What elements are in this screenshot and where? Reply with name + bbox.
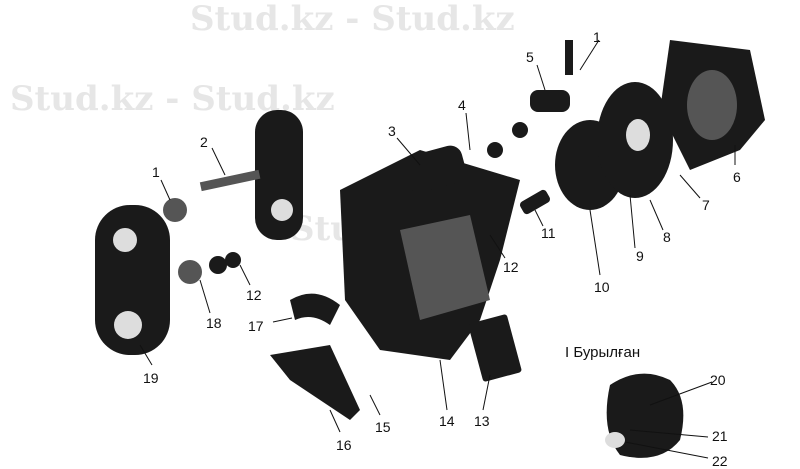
part-label: 10	[594, 279, 610, 295]
part-label: 14	[439, 413, 455, 429]
part-label: 4	[458, 97, 466, 113]
caption-rotated: I Бурылған	[565, 344, 640, 361]
part-label: 1	[152, 164, 160, 180]
part-label: 12	[503, 259, 519, 275]
parts	[95, 40, 765, 458]
valve-3	[403, 145, 466, 193]
part-20-22	[606, 373, 684, 458]
part-label: 2	[200, 134, 208, 150]
part-label: 8	[663, 229, 671, 245]
part-label: 20	[710, 372, 726, 388]
leader-lines	[139, 39, 736, 459]
part-label: 19	[143, 370, 159, 386]
part-label: 6	[733, 169, 741, 185]
part-label: 5	[526, 49, 534, 65]
part-label: 13	[474, 413, 490, 429]
part-label: 16	[336, 437, 352, 453]
part-label: 12	[246, 287, 262, 303]
part-label: 18	[206, 315, 222, 331]
part-label: 3	[388, 123, 396, 139]
part-label: 7	[702, 197, 710, 213]
part-label: 17	[248, 318, 264, 334]
part-label: 11	[541, 225, 556, 241]
part-label: 15	[375, 419, 391, 435]
part-label: 9	[636, 248, 644, 264]
watermark-text: Stud.kz - Stud.kz	[190, 0, 515, 39]
part-label: 21	[712, 428, 728, 444]
part-label: 1	[593, 29, 601, 45]
part-labels: 1 5 4 3 2 1 6 7 8 9 10 11 12 12 18 17 19…	[143, 29, 741, 469]
lever-16	[270, 345, 360, 420]
part-label: 22	[712, 453, 728, 469]
